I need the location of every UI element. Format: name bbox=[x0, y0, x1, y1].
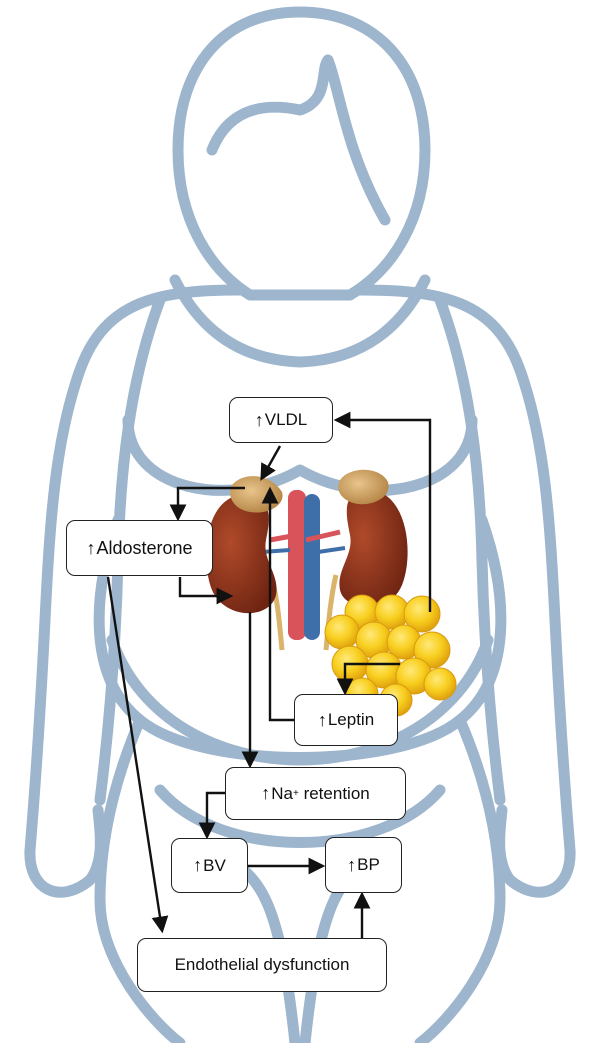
bp-label: BP bbox=[357, 855, 380, 874]
endothelial-label: Endothelial dysfunction bbox=[174, 955, 350, 974]
hair-line bbox=[206, 54, 391, 226]
aldosterone-label: Aldosterone bbox=[96, 537, 193, 558]
increase-arrow: ↑ bbox=[86, 537, 96, 558]
blood-vessels-icon bbox=[261, 490, 346, 651]
vldl-box: ↑VLDL bbox=[229, 397, 333, 443]
increase-arrow: ↑ bbox=[317, 709, 327, 730]
right-inner-arm bbox=[434, 294, 506, 806]
left-arm-outline bbox=[24, 284, 246, 898]
arrow-adrenal-to-aldosterone bbox=[169, 486, 245, 522]
connectors bbox=[106, 411, 432, 938]
bust-outline bbox=[122, 414, 478, 496]
hip-outline-right bbox=[414, 714, 506, 1043]
arrow-fat-to-leptin bbox=[336, 662, 400, 696]
belly-fold bbox=[106, 634, 494, 766]
increase-arrow: ↑ bbox=[193, 855, 203, 875]
na-label: Na bbox=[271, 783, 293, 803]
lower-belly bbox=[154, 784, 446, 848]
arrow-aldosterone-to-endothelial bbox=[106, 576, 169, 934]
arrow-vldl-to-adrenal bbox=[260, 445, 282, 481]
increase-arrow: ↑ bbox=[347, 854, 357, 875]
right-arm-outline bbox=[354, 284, 576, 898]
bv-label: BV bbox=[203, 855, 226, 875]
arrow-na-to-bv bbox=[198, 791, 230, 840]
endothelial-dysfunction-box: Endothelial dysfunction bbox=[137, 938, 387, 992]
arrow-leptin-to-adrenal bbox=[261, 486, 294, 722]
neckline bbox=[169, 274, 431, 368]
kidney-left-icon bbox=[206, 476, 283, 614]
na-retention-box: ↑Na+ retention bbox=[225, 767, 406, 820]
arrow-fat-to-vldl bbox=[333, 411, 432, 612]
bp-box: ↑BP bbox=[325, 837, 402, 893]
increase-arrow: ↑ bbox=[254, 409, 264, 430]
bv-box: ↑BV bbox=[171, 838, 248, 893]
vldl-label: VLDL bbox=[264, 410, 308, 429]
leptin-label: Leptin bbox=[327, 710, 375, 729]
increase-arrow: ↑ bbox=[261, 783, 271, 803]
hip-outline bbox=[94, 714, 186, 1043]
head-outline bbox=[172, 6, 431, 301]
retention-label: retention bbox=[298, 783, 370, 803]
arrow-aldosterone-to-kidney bbox=[178, 577, 234, 605]
leptin-box: ↑Leptin bbox=[294, 694, 398, 746]
kidney-right-icon bbox=[338, 469, 408, 608]
aldosterone-box: ↑Aldosterone bbox=[66, 520, 213, 576]
na-charge: + bbox=[293, 788, 299, 799]
